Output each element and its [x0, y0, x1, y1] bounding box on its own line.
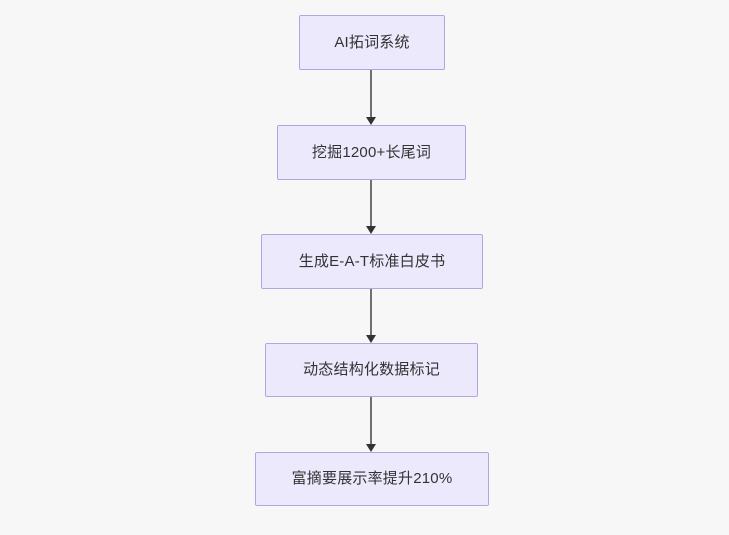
flow-node-ai-keyword-system[interactable]: AI拓词系统	[299, 15, 445, 70]
edge-node1-node2	[370, 70, 372, 117]
flow-node-label: 挖掘1200+长尾词	[311, 143, 432, 161]
flow-node-label: 生成E-A-T标准白皮书	[298, 252, 446, 270]
flow-node-label: 动态结构化数据标记	[303, 361, 440, 378]
flow-node-label: 富摘要展示率提升210%	[291, 470, 453, 487]
flow-node-label: AI拓词系统	[334, 33, 410, 51]
edge-node3-node4	[370, 289, 372, 335]
flow-node-dynamic-structured-data-markup[interactable]: 动态结构化数据标记	[265, 343, 478, 397]
arrowhead-node1-node2	[366, 117, 376, 125]
edge-node4-node5	[370, 397, 372, 444]
arrowhead-node4-node5	[366, 444, 376, 452]
arrowhead-node3-node4	[366, 335, 376, 343]
flow-node-mine-longtail-keywords[interactable]: 挖掘1200+长尾词	[277, 125, 466, 180]
flow-node-generate-eat-whitepaper[interactable]: 生成E-A-T标准白皮书	[261, 234, 483, 289]
flow-node-rich-snippet-impression-lift[interactable]: 富摘要展示率提升210%	[255, 452, 489, 506]
edge-node2-node3	[370, 180, 372, 226]
arrowhead-node2-node3	[366, 226, 376, 234]
